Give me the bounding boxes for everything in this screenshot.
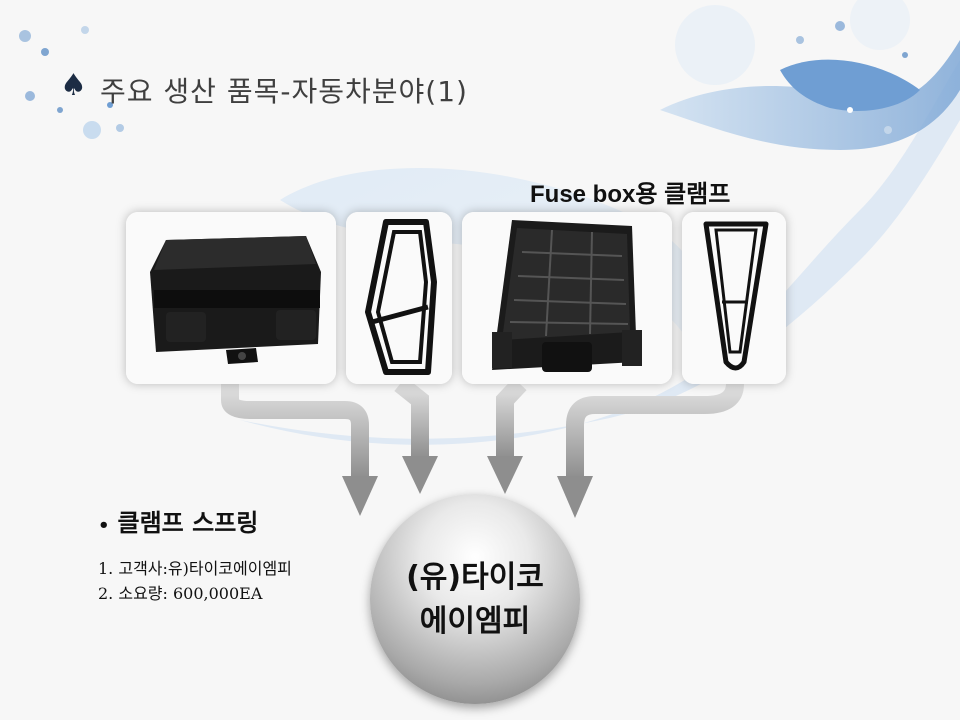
company-name-line1: (유)타이코 [406,560,544,595]
fuse-box-photo-closed [126,212,336,384]
fuse-box-photo-open [462,212,672,384]
company-orb [370,494,580,704]
spade-icon: ♠ [60,68,87,103]
clamp-spring-photo-2 [682,212,786,384]
company-name-line2: 에이엠피 [419,604,531,639]
quantity-line: 2. 소요량: 600,000EA [98,584,263,603]
page-title: 주요 생산 품목-자동차분야(1) [100,75,468,108]
spring-title: 클램프 스프링 [117,508,259,537]
bullet-icon: • [98,515,110,536]
clamp-spring-photo-1 [346,212,452,384]
customer-line: 1. 고객사:유)타이코에이엠피 [98,559,292,578]
fuse-box-label: Fuse box용 클램프 [530,181,731,208]
company-name: (유)타이코 에이엠피 [370,556,580,644]
spring-heading: • 클램프 스프링 [98,503,258,538]
